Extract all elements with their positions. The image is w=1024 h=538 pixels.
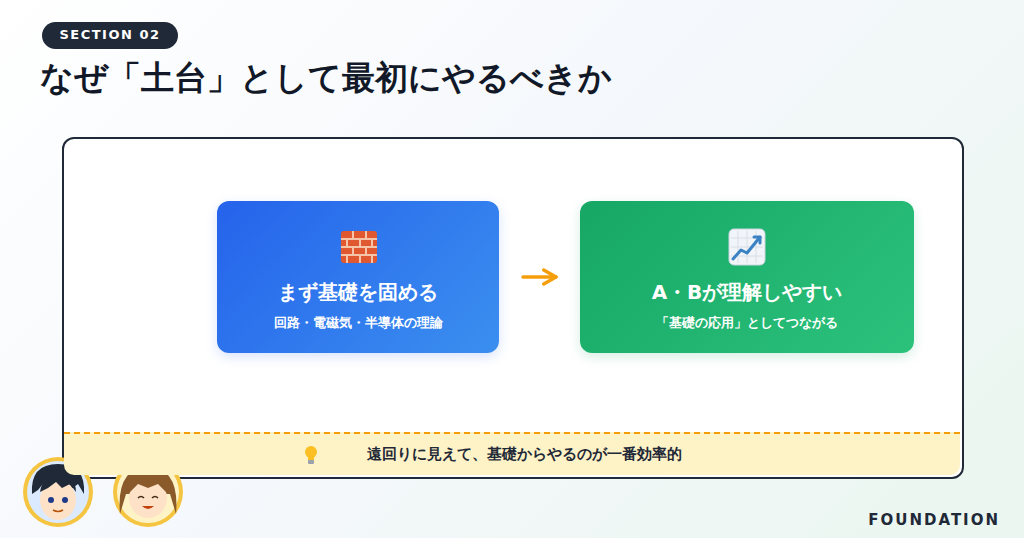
node-heading: SECTION 02 bbox=[59, 27, 160, 44]
node-heading: A・Bが理解しやすい bbox=[652, 279, 843, 305]
node-heading: 遠回りに見えて、基礎からやるのが一番効率的 bbox=[367, 445, 682, 465]
node-subtext: 「基礎の応用」としてつながる bbox=[656, 315, 838, 331]
node-heading: まず基礎を固める bbox=[278, 279, 438, 305]
slide-title: なぜ「土台」として最初にやるべきか bbox=[40, 56, 612, 101]
node-subtext: 回路・電磁気・半導体の理論 bbox=[274, 315, 443, 331]
takeaway-band: 遠回りに見えて、基礎からやるのが一番効率的 bbox=[64, 432, 960, 475]
process-box: まず基礎を固める回路・電磁気・半導体の理論 bbox=[217, 201, 499, 353]
section-badge: SECTION 02 bbox=[42, 22, 178, 49]
result-box: A・Bが理解しやすい「基礎の応用」としてつながる bbox=[580, 201, 914, 353]
watermark-label: FOUNDATION bbox=[868, 511, 1000, 529]
flow-arrow bbox=[523, 275, 556, 279]
